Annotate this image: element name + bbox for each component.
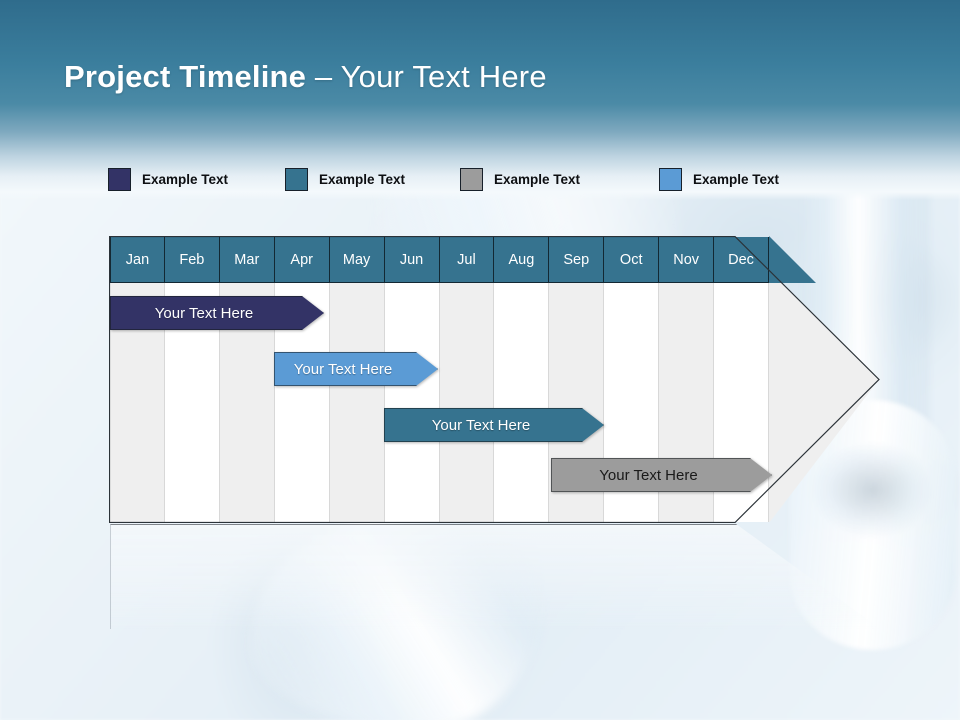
month-header-cell[interactable]: Mar — [219, 237, 275, 283]
header-band — [0, 0, 960, 200]
month-header-cell[interactable]: Sep — [549, 237, 605, 283]
month-header-cell[interactable]: Aug — [494, 237, 550, 283]
month-header-cell[interactable]: Oct — [604, 237, 660, 283]
month-header-cell[interactable]: Nov — [659, 237, 715, 283]
gantt-task-bar-shape — [274, 352, 438, 386]
legend-item-label: Example Text — [494, 172, 581, 187]
gantt-task-bar-label: Your Text Here — [431, 416, 531, 434]
gantt-arrow-head — [769, 283, 879, 522]
gantt-task-bar-shape — [384, 408, 604, 442]
month-header-cell[interactable]: Dec — [714, 237, 769, 283]
gantt-task-bar-label: Your Text Here — [293, 360, 393, 378]
month-header-cell[interactable]: Jul — [439, 237, 495, 283]
legend-swatch-icon — [460, 168, 483, 191]
month-header-cell[interactable]: May — [329, 237, 385, 283]
month-header-cell[interactable]: Jan — [110, 237, 165, 283]
legend-item-label: Example Text — [142, 172, 229, 187]
legend-swatch-icon — [285, 168, 308, 191]
gantt-arrow-head-accent — [769, 236, 816, 283]
month-column-body — [384, 283, 440, 522]
gantt-task-bar-shape — [551, 458, 772, 492]
gantt-task-bar-shape — [110, 296, 324, 330]
month-header-cell[interactable]: Apr — [274, 237, 330, 283]
page-title: Project Timeline – Your Text Here — [64, 59, 547, 95]
legend-item[interactable]: Example Text — [460, 168, 580, 191]
gantt-task-bar[interactable]: Your Text Here — [384, 408, 604, 442]
gantt-task-bar[interactable]: Your Text Here — [110, 296, 324, 330]
legend-item[interactable]: Example Text — [108, 168, 228, 191]
gantt-task-bar-label: Your Text Here — [599, 466, 698, 484]
legend-swatch-icon — [659, 168, 682, 191]
gantt-task-bar-label: Your Text Here — [154, 304, 254, 322]
page-title-strong: Project Timeline — [64, 59, 307, 94]
month-column-body — [494, 283, 550, 522]
month-column-body — [329, 283, 385, 522]
month-column-body — [439, 283, 495, 522]
legend-item[interactable]: Example Text — [659, 168, 779, 191]
legend-item-label: Example Text — [319, 172, 406, 187]
legend-item[interactable]: Example Text — [285, 168, 405, 191]
month-header-cell[interactable]: Jun — [384, 237, 440, 283]
legend: Example Text Example Text Example Text Exam… — [108, 168, 848, 192]
month-header-cell[interactable]: Feb — [164, 237, 220, 283]
page-title-separator: – — [306, 59, 341, 94]
gantt-task-bar[interactable]: Your Text Here — [274, 352, 438, 386]
legend-item-label: Example Text — [693, 172, 780, 187]
page-title-light: Your Text Here — [340, 59, 547, 94]
gantt-task-bar[interactable]: Your Text Here — [551, 458, 772, 492]
legend-swatch-icon — [108, 168, 131, 191]
